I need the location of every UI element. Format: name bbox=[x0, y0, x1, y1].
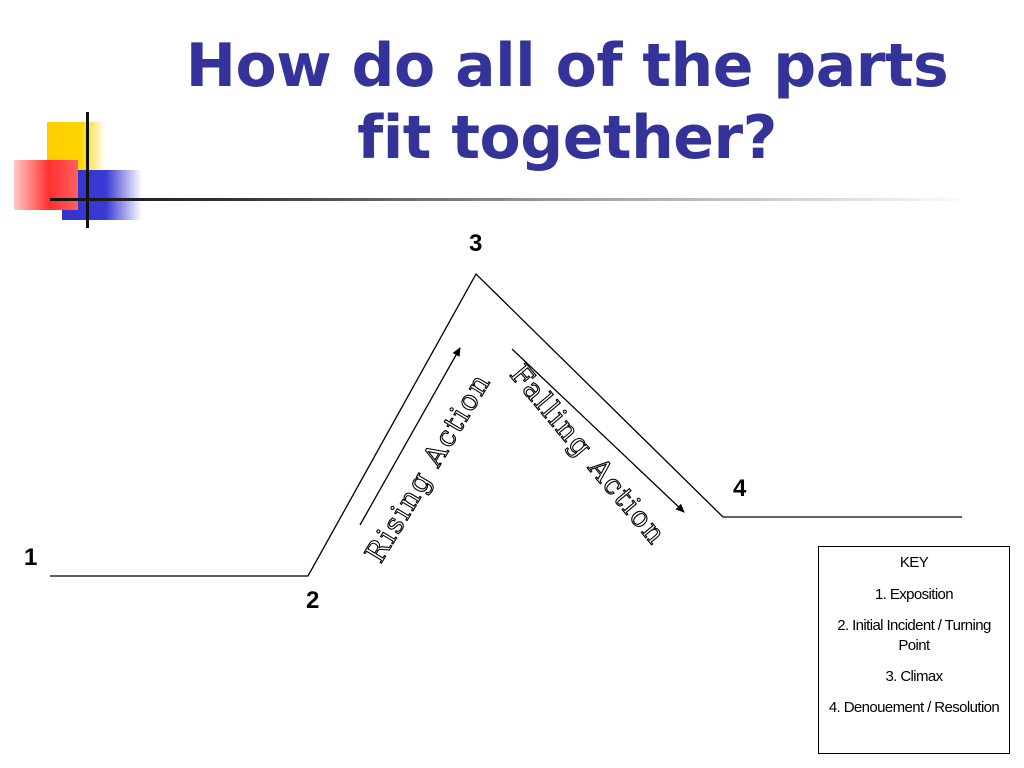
plot-line bbox=[50, 272, 962, 577]
title-line-1: How do all of the parts bbox=[185, 31, 949, 101]
title-underline bbox=[50, 198, 960, 201]
rising-action-arrow bbox=[359, 347, 461, 526]
marker-3: 3 bbox=[469, 230, 483, 257]
key-legend: KEY 1. Exposition 2. Initial Incident / … bbox=[818, 546, 1010, 754]
marker-4: 4 bbox=[733, 475, 747, 502]
decorative-vertical-line bbox=[86, 112, 89, 228]
key-item-climax: 3. Climax bbox=[885, 668, 943, 685]
key-title: KEY bbox=[899, 554, 929, 571]
key-item-initial-incident: 2. Initial Incident / Turning Point bbox=[837, 617, 991, 654]
key-item-exposition: 1. Exposition bbox=[874, 586, 954, 603]
key-item-denouement: 4. Denouement / Resolution bbox=[828, 699, 1000, 716]
falling-action-arrow bbox=[511, 348, 685, 513]
title-line-2: fit together? bbox=[357, 103, 777, 173]
marker-1: 1 bbox=[24, 544, 38, 571]
decorative-red-square bbox=[14, 160, 78, 210]
page-title: How do all of the parts fit together? bbox=[150, 30, 984, 174]
marker-2: 2 bbox=[306, 587, 320, 614]
